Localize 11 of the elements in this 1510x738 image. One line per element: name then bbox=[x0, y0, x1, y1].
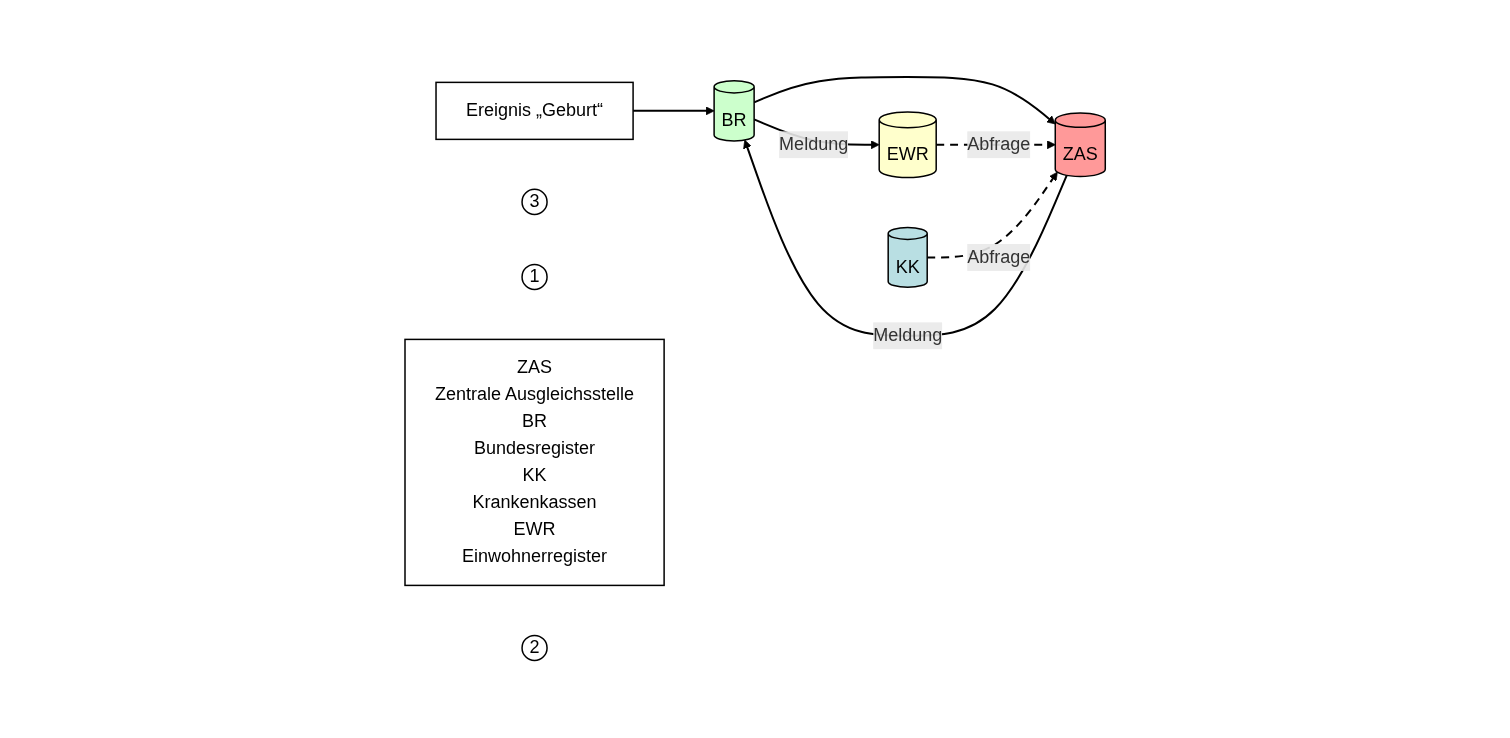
edge-label: Meldung bbox=[778, 134, 849, 155]
arrow bbox=[926, 171, 1058, 259]
node-circle: 3 bbox=[521, 188, 548, 215]
node-circle: 1 bbox=[521, 263, 548, 290]
node-circle: 2 bbox=[521, 634, 548, 661]
edge-label: Abfrage bbox=[967, 246, 1031, 267]
node-box: ZAS Zentrale Ausgleichsstelle BR Bundesregister KK Krankenkassen EWR Einwohnerregister bbox=[404, 338, 665, 586]
edge-label: Meldung bbox=[873, 325, 943, 346]
node-box: Ereignis „Geburt“ bbox=[435, 81, 634, 140]
edge-label: Abfrage bbox=[967, 134, 1031, 155]
arrow bbox=[753, 75, 1056, 125]
